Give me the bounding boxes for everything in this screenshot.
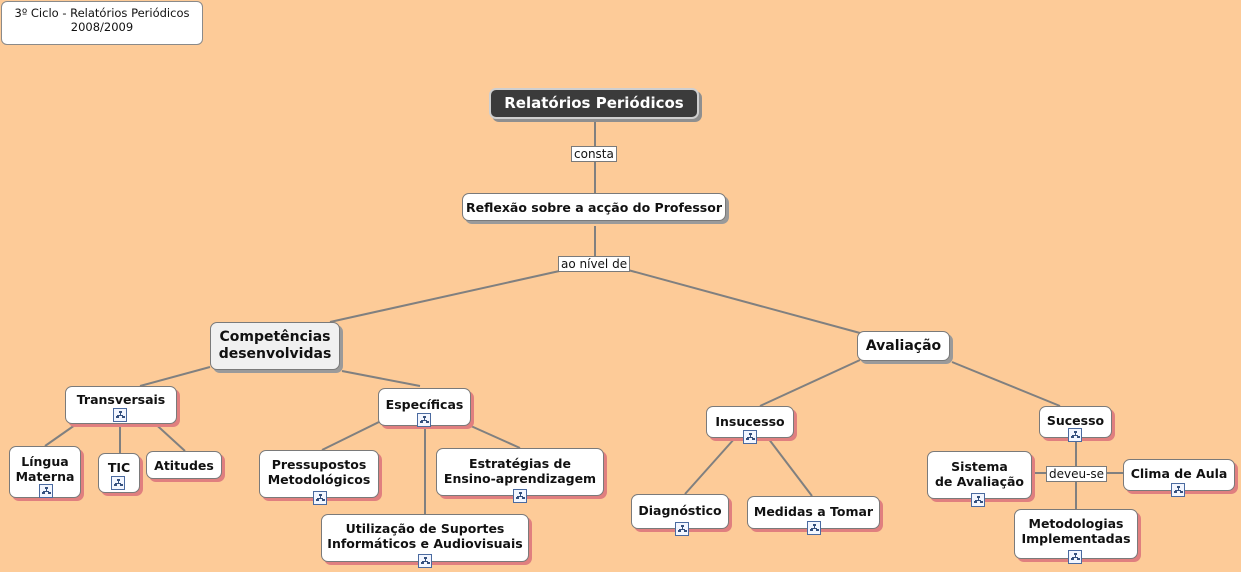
node-label: Específicas <box>385 397 464 412</box>
node-reflexao[interactable]: Reflexão sobre a acção do Professor <box>462 193 726 221</box>
node-avaliacao[interactable]: Avaliação <box>857 331 950 361</box>
node-label: Metodologias Implementadas <box>1021 516 1131 546</box>
node-label: Diagnóstico <box>638 503 722 518</box>
node-sistema-avaliacao[interactable]: Sistema de Avaliação <box>927 451 1032 499</box>
link-label-ao-nivel-de: ao nível de <box>558 256 631 272</box>
node-label: Sistema de Avaliação <box>934 459 1025 489</box>
root-node[interactable]: Relatórios Periódicos <box>489 88 699 119</box>
node-label: Estratégias de Ensino-aprendizagem <box>443 456 597 486</box>
node-medidas[interactable]: Medidas a Tomar <box>747 496 880 529</box>
concept-map-icon[interactable] <box>807 521 821 535</box>
node-label: Pressupostos Metodológicos <box>267 457 371 487</box>
node-sucesso[interactable]: Sucesso <box>1039 406 1112 438</box>
concept-map-icon[interactable] <box>113 408 127 422</box>
node-especificas[interactable]: Específicas <box>378 388 471 427</box>
node-label: Insucesso <box>715 414 785 429</box>
concept-map-icon[interactable] <box>39 484 53 498</box>
node-estrategias[interactable]: Estratégias de Ensino-aprendizagem <box>436 448 604 496</box>
node-label: TIC <box>107 460 131 475</box>
node-label: Transversais <box>76 392 166 407</box>
node-label: Clima de Aula <box>1130 466 1228 481</box>
node-transversais[interactable]: Transversais <box>65 386 177 424</box>
concept-map-icon[interactable] <box>971 493 985 507</box>
node-competencias[interactable]: Competências desenvolvidas <box>210 322 340 370</box>
concept-map-icon[interactable] <box>513 489 527 503</box>
concept-map-icon[interactable] <box>418 554 432 568</box>
node-utilizacao[interactable]: Utilização de Suportes Informáticos e Au… <box>321 514 529 562</box>
node-label: Sucesso <box>1046 413 1105 428</box>
node-lingua-materna[interactable]: Língua Materna <box>9 446 81 498</box>
link-label-consta: consta <box>571 146 617 162</box>
node-pressupostos[interactable]: Pressupostos Metodológicos <box>259 450 379 498</box>
concept-map-icon[interactable] <box>417 413 431 427</box>
concept-map-icon[interactable] <box>1068 550 1082 564</box>
concept-map-icon[interactable] <box>313 491 327 505</box>
concept-map-icon[interactable] <box>675 522 689 536</box>
concept-map-icon[interactable] <box>743 430 757 444</box>
concept-map-icon[interactable] <box>1068 428 1082 442</box>
node-atitudes[interactable]: Atitudes <box>146 451 222 479</box>
map-title: 3º Ciclo - Relatórios Periódicos 2008/20… <box>1 1 203 45</box>
node-tic[interactable]: TIC <box>98 453 140 493</box>
concept-map-icon[interactable] <box>111 476 125 490</box>
concept-map-icon[interactable] <box>1171 483 1185 497</box>
node-label: Medidas a Tomar <box>753 504 874 519</box>
node-label: Utilização de Suportes Informáticos e Au… <box>327 521 523 551</box>
node-label: Língua Materna <box>15 454 75 484</box>
link-label-deveu-se: deveu-se <box>1046 466 1108 482</box>
